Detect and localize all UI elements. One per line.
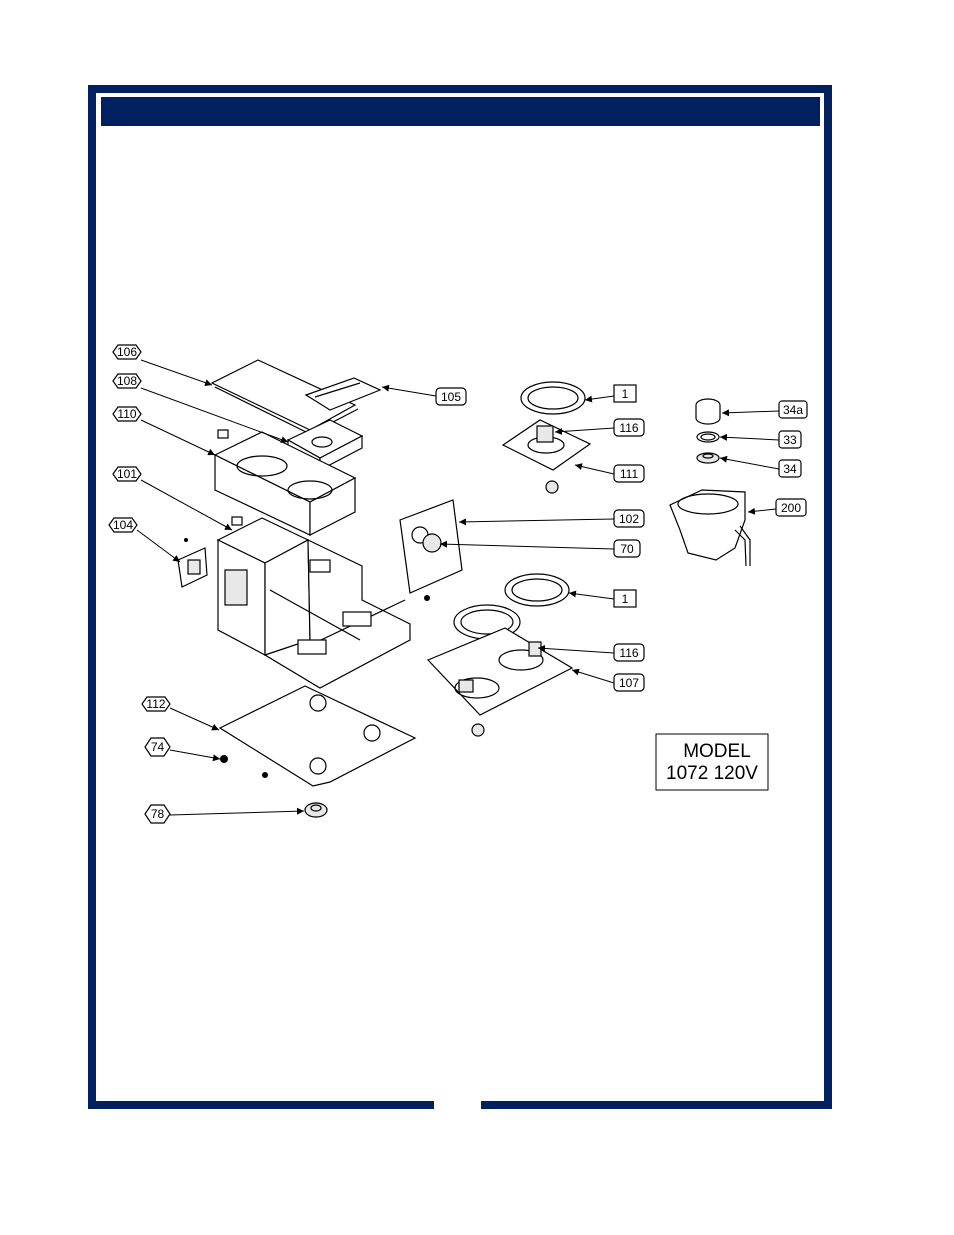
callout-108: 108 xyxy=(112,373,142,389)
callout-label: 102 xyxy=(619,512,639,526)
callout-label: 34 xyxy=(783,462,797,476)
model-box: MODEL 1072 120V xyxy=(655,733,769,791)
callout-label: 111 xyxy=(620,467,639,481)
callout-110: 110 xyxy=(112,406,142,422)
callout-label: 108 xyxy=(117,374,137,388)
base-plate-part xyxy=(218,685,417,787)
callout-104: 104 xyxy=(108,517,138,533)
foot-part xyxy=(304,802,328,818)
callout-label: 105 xyxy=(441,390,461,404)
callout-label: 116 xyxy=(619,421,638,435)
callout-70: 70 xyxy=(613,539,641,558)
leader-lines xyxy=(136,359,780,816)
callout-1-lower: 1 xyxy=(613,589,637,608)
callout-label: 110 xyxy=(117,407,136,421)
callout-1-upper: 1 xyxy=(613,384,637,403)
callout-106: 106 xyxy=(112,344,142,360)
callout-label: 104 xyxy=(113,518,133,532)
callout-label: 106 xyxy=(117,345,137,359)
callout-label: 101 xyxy=(117,467,137,481)
front-panel-part xyxy=(399,499,463,601)
callout-label: 1 xyxy=(622,592,629,606)
callout-34: 34 xyxy=(778,459,802,478)
model-label: MODEL xyxy=(683,741,751,762)
title-bar xyxy=(101,97,820,126)
callout-label: 33 xyxy=(783,433,797,447)
callout-label: 116 xyxy=(619,646,638,660)
callout-78: 78 xyxy=(144,804,171,824)
sprayhead-parts xyxy=(695,398,721,464)
callout-34a: 34a xyxy=(778,400,808,419)
callout-102: 102 xyxy=(613,509,645,528)
callout-105: 105 xyxy=(435,387,467,406)
callout-label: 70 xyxy=(620,542,634,556)
callout-116-lower: 116 xyxy=(613,643,645,662)
label-plate-part xyxy=(304,377,382,411)
upper-housing-part xyxy=(213,429,357,536)
callout-label: 74 xyxy=(151,740,165,754)
callout-33: 33 xyxy=(778,430,802,449)
upper-warmer-part xyxy=(501,381,592,494)
callout-label: 112 xyxy=(146,697,165,711)
main-frame-part xyxy=(216,516,411,689)
callout-label: 78 xyxy=(151,807,165,821)
model-number: 1072 120V xyxy=(666,763,758,784)
exploded-drawing xyxy=(177,359,751,818)
callout-112: 112 xyxy=(141,696,171,712)
callout-label: 34a xyxy=(783,403,803,417)
callout-74: 74 xyxy=(144,737,171,757)
brew-funnel-part xyxy=(669,489,751,567)
callout-107: 107 xyxy=(613,673,645,692)
lower-warmer-part xyxy=(426,573,574,737)
switch-part xyxy=(177,538,208,588)
callout-label: 200 xyxy=(781,501,801,515)
callout-111: 111 xyxy=(613,464,645,483)
callout-label: 1 xyxy=(622,387,629,401)
callout-label: 107 xyxy=(619,676,639,690)
callout-200: 200 xyxy=(775,498,807,517)
callout-101: 101 xyxy=(112,466,142,482)
callout-116-upper: 116 xyxy=(613,418,645,437)
page-border xyxy=(88,85,832,1109)
